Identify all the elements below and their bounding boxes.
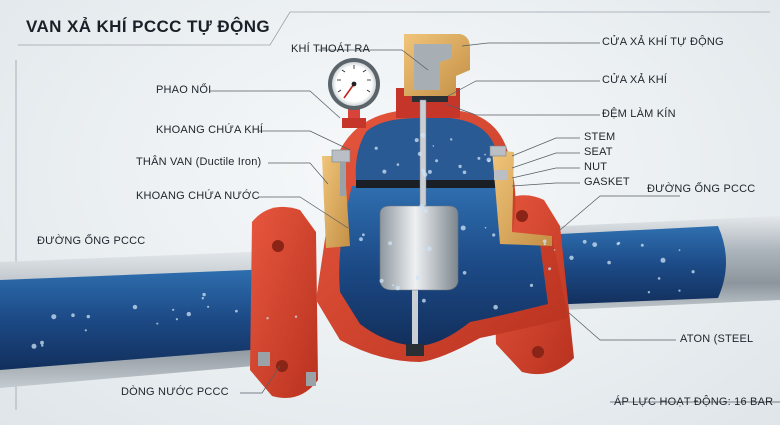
water-bubble xyxy=(86,314,91,319)
water-bubble xyxy=(529,283,534,287)
water-bubble xyxy=(582,239,587,244)
water-bubble xyxy=(392,284,395,287)
water-bubble xyxy=(427,169,432,174)
water-bubble xyxy=(640,243,644,247)
automatic-air-vent xyxy=(396,34,470,118)
water-bubble xyxy=(460,225,466,231)
water-bubble xyxy=(657,277,661,280)
water-bubble xyxy=(492,233,496,237)
water-bubble xyxy=(40,340,44,345)
water-bubble xyxy=(462,170,467,175)
water-bubble xyxy=(450,138,453,141)
water-bubble xyxy=(607,260,611,265)
water-bubble xyxy=(678,249,681,252)
water-bubble xyxy=(647,291,651,294)
water-bubble xyxy=(186,311,191,317)
water-bubble xyxy=(202,292,206,297)
water-bubble xyxy=(414,138,419,143)
water-bubble xyxy=(379,278,384,283)
water-bubble xyxy=(359,237,363,242)
water-bubble xyxy=(175,318,178,321)
label-ap-luc: ÁP LỰC HOẠT ĐỘNG: 16 BAR xyxy=(614,396,774,408)
water-bubble xyxy=(235,309,238,313)
label-gasket: GASKET xyxy=(584,176,630,188)
label-nut: NUT xyxy=(584,161,608,173)
water-bubble xyxy=(172,308,175,311)
water-bubble xyxy=(553,249,556,251)
label-khoang-chua-nuoc: KHOANG CHỨA NƯỚC xyxy=(136,190,260,202)
water-bubble xyxy=(427,246,432,251)
water-bubble xyxy=(419,204,425,210)
water-bubble xyxy=(421,168,426,173)
label-phao-noi: PHAO NỔI xyxy=(156,84,212,96)
label-duong-ong-right: ĐƯỜNG ỐNG PCCC xyxy=(647,183,756,195)
label-dong-nuoc: DÒNG NƯỚC PCCC xyxy=(121,386,229,398)
steel-pipe-left xyxy=(0,250,300,388)
water-bubble xyxy=(41,344,44,347)
water-bubble xyxy=(396,163,400,166)
label-duong-ong-left: ĐƯỜNG ỐNG PCCC xyxy=(37,235,146,247)
water-bubble xyxy=(207,305,210,308)
water-bubble xyxy=(423,208,428,214)
water-bubble xyxy=(422,172,428,178)
water-bubble xyxy=(395,285,401,291)
water-bubble xyxy=(678,289,681,292)
water-bubble xyxy=(84,329,87,332)
water-bubble xyxy=(71,313,75,318)
water-bubble xyxy=(266,317,269,320)
water-bubble xyxy=(458,164,462,169)
water-bubble xyxy=(477,156,481,160)
label-khoang-chua-khi: KHOANG CHỨA KHÍ xyxy=(156,124,264,136)
water-bubble xyxy=(484,153,486,156)
water-bubble xyxy=(388,241,393,246)
water-bubble xyxy=(616,242,620,246)
float-assembly xyxy=(379,99,459,356)
water-bubble xyxy=(548,267,552,271)
label-seat: SEAT xyxy=(584,146,613,158)
flange-left xyxy=(250,206,318,398)
water-bubble xyxy=(294,315,298,318)
water-bubble xyxy=(432,145,435,147)
water-bubble xyxy=(487,159,490,163)
water-bubble xyxy=(484,226,487,229)
water-bubble xyxy=(569,255,574,260)
water-bubble xyxy=(421,247,425,250)
water-bubble xyxy=(31,343,37,349)
water-bubble xyxy=(420,132,426,138)
water-bubble xyxy=(156,322,159,325)
water-bubble xyxy=(417,151,422,156)
water-bubble xyxy=(543,243,547,246)
label-dem-lam-kin: ĐỆM LÀM KÍN xyxy=(602,108,676,120)
page-title: VAN XẢ KHÍ PCCC TỰ ĐỘNG xyxy=(26,17,270,36)
label-khi-thoat-ra: KHÍ THOÁT RA xyxy=(291,43,371,55)
water-bubbles xyxy=(31,132,695,349)
water-bubble xyxy=(435,159,439,163)
label-cua-xa-khi-tu-dong: CỬA XẢ KHÍ TỰ ĐỘNG xyxy=(602,36,724,48)
label-cua-xa-khi: CỬA XẢ KHÍ xyxy=(602,74,668,86)
water-bubble xyxy=(660,257,666,263)
water-bubble xyxy=(201,297,204,300)
water-bubble xyxy=(462,271,467,275)
water-bubble xyxy=(362,233,365,237)
water-bubble xyxy=(382,169,387,174)
pressure-gauge xyxy=(328,58,380,128)
label-than-van: THÂN VAN (Ductile Iron) xyxy=(136,156,262,168)
label-aton-steel: ATON (STEEL xyxy=(680,333,754,345)
water-bubble xyxy=(592,242,598,248)
water-bubble xyxy=(542,239,547,244)
water-bubble xyxy=(132,304,138,310)
water-bubble xyxy=(51,314,57,320)
water-bubble xyxy=(493,304,498,310)
water-bubble xyxy=(415,275,420,280)
water-bubble xyxy=(691,270,695,274)
water-bubble xyxy=(374,146,378,150)
water-bubble xyxy=(422,298,426,303)
label-stem: STEM xyxy=(584,131,616,143)
leader-lines xyxy=(210,42,780,403)
